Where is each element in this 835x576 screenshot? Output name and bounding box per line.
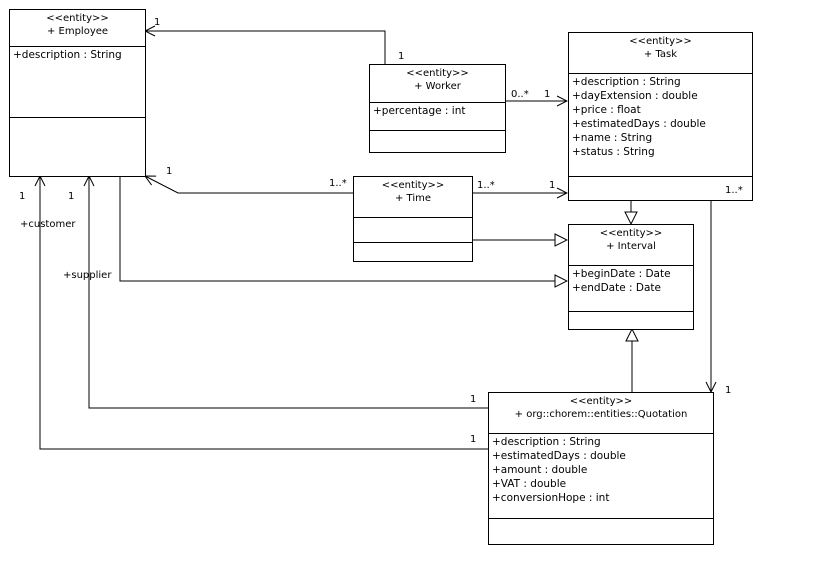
worker-attribute: +percentage : int <box>373 105 466 117</box>
interval-attributes: +beginDate : Date +endDate : Date <box>569 266 693 312</box>
quotation-header: <<entity>> + org::chorem::entities::Quot… <box>489 393 713 434</box>
task-attribute: +status : String <box>572 146 655 158</box>
multiplicity-label: 1 <box>166 166 173 177</box>
multiplicity-label: 1..* <box>329 178 347 189</box>
employee-class[interactable]: <<entity>> + Employee +description : Str… <box>9 9 146 177</box>
role-label: +customer <box>20 219 76 230</box>
quotation-name: + org::chorem::entities::Quotation <box>514 409 688 420</box>
task-attribute: +estimatedDays : double <box>572 118 706 130</box>
time-employee-association <box>145 176 353 194</box>
interval-attribute: +endDate : Date <box>572 282 661 294</box>
interval-attribute: +beginDate : Date <box>572 268 671 280</box>
role-label: +supplier <box>63 270 112 281</box>
multiplicity-label: 1 <box>398 51 405 62</box>
task-attribute: +name : String <box>572 132 653 144</box>
time-class[interactable]: <<entity>> + Time <box>353 176 473 262</box>
employee-interval-generalization <box>119 177 567 281</box>
interval-name: + Interval <box>606 241 656 252</box>
multiplicity-label: 1 <box>725 385 732 396</box>
quotation-attribute: +description : String <box>492 436 601 448</box>
task-attribute: +description : String <box>572 76 681 88</box>
multiplicity-label: 1 <box>68 191 75 202</box>
worker-name: + Worker <box>414 81 461 92</box>
task-stereotype: <<entity>> <box>629 36 692 47</box>
customer-association <box>40 176 489 450</box>
time-stereotype: <<entity>> <box>381 180 445 191</box>
task-header: <<entity>> + Task <box>569 33 752 74</box>
quotation-stereotype: <<entity>> <box>569 396 633 407</box>
task-attribute: +dayExtension : double <box>572 90 698 102</box>
employee-stereotype: <<entity>> <box>46 13 109 24</box>
task-name: + Task <box>643 49 678 60</box>
employee-header: <<entity>> + Employee <box>10 10 145 47</box>
task-class[interactable]: <<entity>> + Task +description : String … <box>568 32 753 201</box>
employee-attributes: +description : String <box>10 47 145 118</box>
interval-class[interactable]: <<entity>> + Interval +beginDate : Date … <box>568 224 694 330</box>
worker-stereotype: <<entity>> <box>406 68 469 79</box>
quotation-attribute: +VAT : double <box>492 478 567 490</box>
interval-header: <<entity>> + Interval <box>569 225 693 266</box>
multiplicity-label: 1 <box>549 180 556 191</box>
interval-stereotype: <<entity>> <box>599 228 663 239</box>
worker-class[interactable]: <<entity>> + Worker +percentage : int <box>369 64 506 153</box>
multiplicity-label: 0..* <box>511 89 529 100</box>
quotation-attribute: +amount : double <box>492 464 588 476</box>
multiplicity-label: 1 <box>470 434 477 445</box>
quotation-class[interactable]: <<entity>> + org::chorem::entities::Quot… <box>488 392 714 545</box>
task-attributes: +description : String +dayExtension : do… <box>569 74 752 177</box>
quotation-attribute: +conversionHope : int <box>492 492 610 504</box>
supplier-association <box>89 176 489 409</box>
multiplicity-label: 1..* <box>725 185 743 196</box>
quotation-attributes: +description : String +estimatedDays : d… <box>489 434 713 519</box>
multiplicity-label: 1 <box>470 394 477 405</box>
multiplicity-label: 1 <box>19 191 26 202</box>
worker-employee-association <box>145 31 386 64</box>
time-attributes <box>354 218 472 243</box>
worker-attributes: +percentage : int <box>370 103 505 131</box>
multiplicity-label: 1..* <box>477 180 495 191</box>
multiplicity-label: 1 <box>154 17 161 28</box>
employee-attribute: +description : String <box>13 49 122 61</box>
time-header: <<entity>> + Time <box>354 177 472 218</box>
task-attribute: +price : float <box>572 104 641 116</box>
employee-name: + Employee <box>46 26 109 37</box>
time-name: + Time <box>394 193 432 204</box>
multiplicity-label: 1 <box>544 89 551 100</box>
worker-header: <<entity>> + Worker <box>370 65 505 103</box>
quotation-attribute: +estimatedDays : double <box>492 450 626 462</box>
